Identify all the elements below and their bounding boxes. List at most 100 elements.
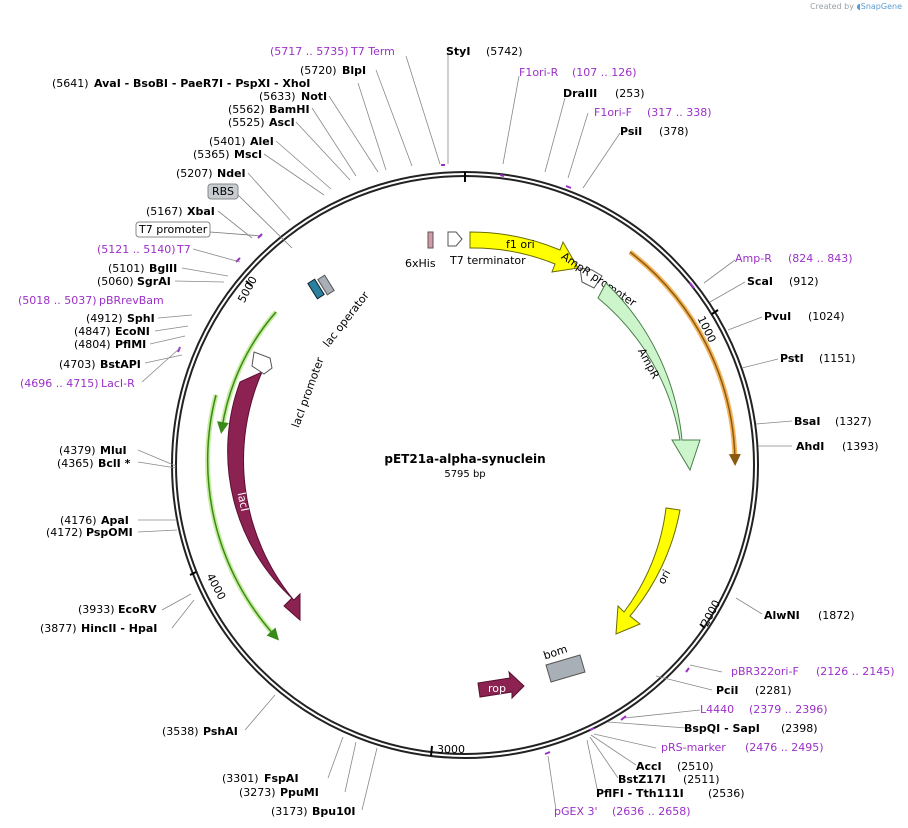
enzyme-name[interactable]: PvuI [764,310,791,323]
primer-name[interactable]: T7 [176,243,191,256]
enzyme-name[interactable]: BclI * [98,457,131,470]
enzyme-pos: (2510) [677,760,714,773]
enzyme-pos: (3301) [222,772,259,785]
enzyme-name[interactable]: BsaI [794,415,820,428]
enzyme-pos: (5641) [52,77,89,90]
enzyme-name[interactable]: EcoNI [115,325,150,338]
primer-range: (824 .. 843) [788,252,853,265]
primer-name[interactable]: Amp-R [735,252,772,265]
ampr-promoter-label: AmpR promoter [559,250,639,310]
enzyme-name[interactable]: PsiI [620,125,642,138]
enzyme-name[interactable]: PflFI - Tth111I [596,787,684,800]
enzyme-pos: (5101) [108,262,145,275]
enzyme-pos: (4912) [86,312,123,325]
primer-name[interactable]: L4440 [700,703,734,716]
primer-name[interactable]: pBR322ori-F [731,665,799,678]
t7-promoter-box[interactable] [135,221,211,238]
enzyme-name[interactable]: HincII - HpaI [81,622,157,635]
tick-3000: 3000 [437,743,465,756]
created-by-credit: Created by ◖SnapGene [810,2,902,11]
rop-arrow[interactable] [477,670,525,700]
enzyme-name[interactable]: PshAI [203,725,238,738]
enzyme-name[interactable]: AccI [636,760,662,773]
rbs-box[interactable] [207,183,239,200]
enzyme-name[interactable]: FspAI [264,772,299,785]
enzyme-name[interactable]: NotI [301,90,327,103]
t7-terminator-arrow[interactable] [447,231,463,247]
f1-ori-arrow[interactable] [469,231,579,273]
enzyme-name[interactable]: MscI [234,148,262,161]
enzyme-name[interactable]: SphI [127,312,155,325]
laci-arrow[interactable] [227,371,301,622]
bom-feature[interactable] [545,654,586,683]
enzyme-pos: (1151) [819,352,856,365]
primer-range: (2476 .. 2495) [745,741,824,754]
primer-name[interactable]: F1ori-R [519,66,559,79]
tick-2000: 2000 [699,598,724,629]
enzyme-name[interactable]: AleI [250,135,274,148]
t7-terminator-label: T7 terminator [449,254,526,267]
enzyme-name[interactable]: EcoRV [118,603,157,616]
lac-operator-box[interactable] [307,278,325,300]
enzyme-name[interactable]: XbaI [187,205,215,218]
enzyme-pos: (4365) [57,457,94,470]
ampr-arrow[interactable] [597,282,701,472]
ori-label: ori [655,568,673,587]
enzyme-name[interactable]: BstAPI [100,358,141,371]
enzyme-name[interactable]: AscI [269,116,295,129]
enzyme-name[interactable]: DraIII [563,87,597,100]
enzyme-name[interactable]: Bpu10I [312,805,356,818]
his-tag-box[interactable] [427,231,434,249]
enzyme-name[interactable]: SgrAI [137,275,171,288]
enzyme-pos: (1872) [818,609,855,622]
enzyme-name[interactable]: StyI [446,45,470,58]
enzyme-name[interactable]: ApaI [101,514,129,527]
enzyme-name[interactable]: ScaI [747,275,773,288]
primer-name[interactable]: pGEX 3' [554,805,598,818]
enzyme-name[interactable]: PflMI [115,338,146,351]
enzyme-name[interactable]: AlwNI [764,609,800,622]
primer-name[interactable]: LacI-R [101,377,135,390]
enzyme-pos: (5060) [97,275,134,288]
primer-range: (5121 .. 5140) [97,243,176,256]
primer-name[interactable]: T7 Term [350,45,395,58]
laci-promoter-label: lacI promoter [289,355,327,429]
primer-range: (2379 .. 2396) [749,703,828,716]
enzyme-name[interactable]: PstI [780,352,804,365]
enzyme-name[interactable]: PspOMI [86,526,133,539]
enzyme-name[interactable]: BamHI [269,103,310,116]
lac-operator-box-2[interactable] [317,274,335,296]
primer-name[interactable]: F1ori-F [594,106,632,119]
enzyme-name[interactable]: BlpI [342,64,366,77]
enzyme-name[interactable]: BspQI - SapI [684,722,760,735]
enzyme-name[interactable]: BglII [149,262,177,275]
enzyme-pos: (3538) [162,725,199,738]
enzyme-name[interactable]: AhdI [796,440,824,453]
primer-range: (2636 .. 2658) [612,805,691,818]
primer-range: (5018 .. 5037) [18,294,97,307]
enzyme-pos: (5633) [259,90,296,103]
enzyme-name[interactable]: PpuMI [280,786,319,799]
primer-name[interactable]: pBRrevBam [99,294,164,307]
enzyme-pos: (4804) [74,338,111,351]
enzyme-name[interactable]: MluI [100,444,127,457]
laci-promoter-arrow[interactable] [251,351,273,375]
primer-labels: F1ori-R (107 .. 126) F1ori-F (317 .. 338… [18,45,895,818]
enzyme-name[interactable]: BstZ17I [618,773,666,786]
enzyme-pos: (5742) [486,45,523,58]
enzyme-pos: (378) [659,125,689,138]
enzyme-name[interactable]: NdeI [217,167,246,180]
enzyme-pos: (2536) [708,787,745,800]
snapgene-logo-icon: ◖ [856,2,861,11]
primer-name[interactable]: pRS-marker [661,741,726,754]
ori-arrow[interactable] [615,507,681,635]
ampr-promoter-arrow[interactable] [579,267,603,289]
enzyme-name[interactable]: PciI [716,684,738,697]
laci-band-2-arrow [206,394,280,641]
enzyme-name[interactable]: AvaI - BsoBI - PaeR7I - PspXI - XhoI [94,77,310,90]
enzyme-pos: (2511) [683,773,720,786]
laci-band-1-arrow [216,311,277,434]
enzyme-pos: (912) [789,275,819,288]
plasmid-name: pET21a-alpha-synuclein [384,452,545,466]
rbs-label: RBS [212,185,234,198]
